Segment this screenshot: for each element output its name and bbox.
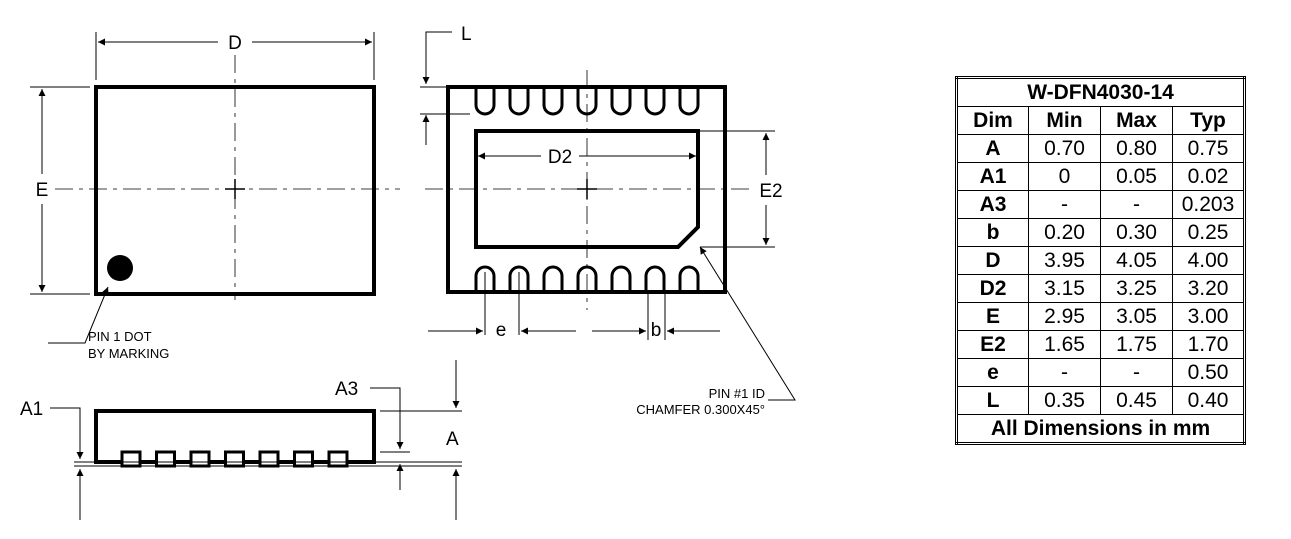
- bottom-view: L D2 E2 e b PIN #1 ID CHAMFER 0.300X45°: [420, 24, 796, 417]
- side-view-lead: [120, 450, 142, 468]
- cell-typ: 0.40: [1172, 386, 1245, 415]
- side-view-lead: [258, 450, 280, 468]
- table-title: W-DFN4030-14: [956, 77, 1245, 107]
- cell-max: 0.30: [1100, 218, 1173, 247]
- cell-max: -: [1100, 190, 1173, 219]
- cell-typ: 4.00: [1172, 246, 1245, 275]
- bottom-view-pad: [644, 265, 666, 292]
- dim-label-l: L: [461, 24, 472, 45]
- top-pad-row: [474, 87, 700, 116]
- cell-max: 3.05: [1100, 302, 1173, 331]
- bottom-view-pad: [678, 87, 700, 116]
- cell-dim: E: [956, 302, 1029, 331]
- dim-label-e2: E2: [759, 181, 782, 202]
- cell-dim: A: [956, 134, 1029, 163]
- dim-label-d: D: [228, 33, 242, 54]
- pin1-dot-note-line2: BY MARKING: [88, 346, 169, 361]
- top-view: D E PIN 1 DOT BY MARKING: [30, 32, 400, 361]
- dim-label-e-pitch: e: [496, 320, 507, 341]
- side-view-lead: [155, 450, 176, 468]
- exposed-pad: [474, 129, 700, 249]
- side-view-lead: [327, 450, 349, 468]
- cell-dim: D: [956, 246, 1029, 275]
- cell-min: 3.15: [1028, 274, 1101, 303]
- cell-min: -: [1028, 190, 1101, 219]
- bottom-view-body: [446, 85, 727, 294]
- cell-typ: 0.02: [1172, 162, 1245, 191]
- side-lead-row: [120, 450, 349, 468]
- cell-typ: 0.75: [1172, 134, 1245, 163]
- cell-typ: 0.203: [1172, 190, 1245, 219]
- cell-min: 2.95: [1028, 302, 1101, 331]
- cell-typ: 0.25: [1172, 218, 1245, 247]
- bottom-view-pad: [610, 87, 632, 116]
- table-row: D2 3.15 3.25 3.20: [956, 274, 1245, 303]
- table-row: D 3.95 4.05 4.00: [956, 246, 1245, 275]
- cell-max: 4.05: [1100, 246, 1173, 275]
- cell-dim: D2: [956, 274, 1029, 303]
- bottom-view-pad: [542, 87, 564, 116]
- table-row: E 2.95 3.05 3.00: [956, 302, 1245, 331]
- bottom-view-pad: [474, 265, 496, 292]
- side-view: A1 A3 A: [20, 360, 462, 520]
- pin1-id-note-line1: PIN #1 ID: [709, 386, 765, 401]
- dim-label-d2: D2: [548, 147, 572, 168]
- side-view-lead: [189, 450, 211, 468]
- table-row: b 0.20 0.30 0.25: [956, 218, 1245, 247]
- cell-dim: L: [956, 386, 1029, 415]
- table-footer: All Dimensions in mm: [956, 414, 1245, 444]
- table-row: A3 - - 0.203: [956, 190, 1245, 219]
- cell-max: 0.45: [1100, 386, 1173, 415]
- table-row: e - - 0.50: [956, 358, 1245, 387]
- table-row: L 0.35 0.45 0.40: [956, 386, 1245, 415]
- bottom-view-pad: [508, 87, 530, 116]
- bottom-view-pad: [678, 265, 700, 292]
- cell-dim: b: [956, 218, 1029, 247]
- dim-label-a3: A3: [335, 379, 358, 400]
- bottom-view-pad: [508, 265, 530, 292]
- cell-min: 1.65: [1028, 330, 1101, 359]
- pin1-id-note-line2: CHAMFER 0.300X45°: [636, 402, 765, 417]
- pin1-dot: [107, 255, 133, 281]
- table-row: A1 0 0.05 0.02: [956, 162, 1245, 191]
- bottom-view-pad: [542, 265, 564, 292]
- dimensions-table: W-DFN4030-14 Dim Min Max Typ A 0.70 0.80…: [955, 76, 1246, 445]
- side-view-lead: [293, 450, 314, 468]
- table-row: A 0.70 0.80 0.75: [956, 134, 1245, 163]
- cell-min: 0: [1028, 162, 1101, 191]
- cell-max: 1.75: [1100, 330, 1173, 359]
- header-typ: Typ: [1172, 106, 1245, 135]
- cell-min: 3.95: [1028, 246, 1101, 275]
- cell-dim: A1: [956, 162, 1029, 191]
- cell-typ: 0.50: [1172, 358, 1245, 387]
- header-min: Min: [1028, 106, 1101, 135]
- table-row: E2 1.65 1.75 1.70: [956, 330, 1245, 359]
- cell-min: 0.20: [1028, 218, 1101, 247]
- bottom-view-pad: [474, 87, 496, 116]
- cell-dim: A3: [956, 190, 1029, 219]
- dim-label-b: b: [651, 320, 662, 341]
- cell-min: -: [1028, 358, 1101, 387]
- pin1-dot-note-line1: PIN 1 DOT: [88, 329, 152, 344]
- header-max: Max: [1100, 106, 1173, 135]
- cell-max: 0.80: [1100, 134, 1173, 163]
- dim-label-a1: A1: [20, 399, 43, 420]
- dim-label-a: A: [446, 429, 459, 450]
- cell-max: -: [1100, 358, 1173, 387]
- cell-dim: E2: [956, 330, 1029, 359]
- side-view-lead: [224, 450, 245, 468]
- cell-min: 0.35: [1028, 386, 1101, 415]
- dim-label-e-cap: E: [36, 180, 49, 201]
- cell-max: 3.25: [1100, 274, 1173, 303]
- cell-dim: e: [956, 358, 1029, 387]
- cell-max: 0.05: [1100, 162, 1173, 191]
- header-dim: Dim: [956, 106, 1029, 135]
- cell-min: 0.70: [1028, 134, 1101, 163]
- cell-typ: 3.00: [1172, 302, 1245, 331]
- bottom-view-pad: [610, 265, 632, 292]
- cell-typ: 3.20: [1172, 274, 1245, 303]
- bottom-view-pad: [644, 87, 666, 116]
- cell-typ: 1.70: [1172, 330, 1245, 359]
